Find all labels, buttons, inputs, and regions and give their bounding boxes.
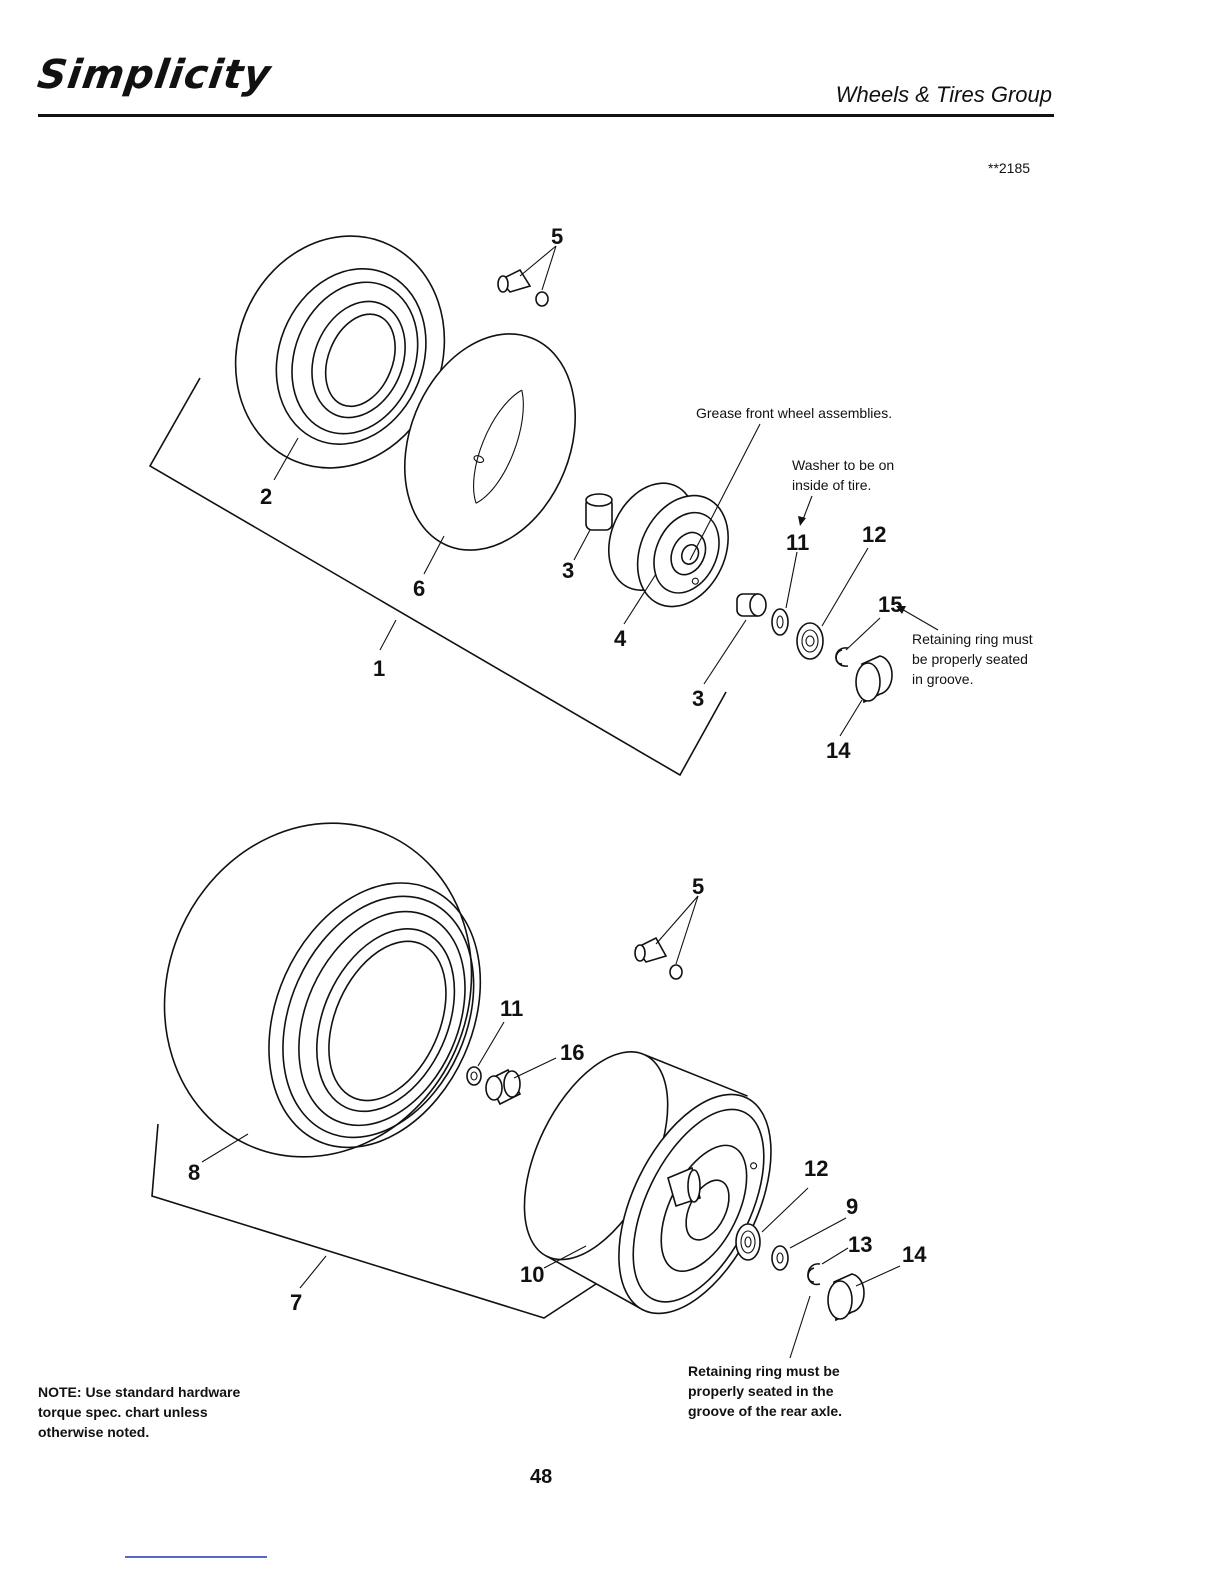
front-callout-3-right: 3 xyxy=(692,686,704,711)
front-retaining-ring xyxy=(835,647,849,667)
front-callout-4: 4 xyxy=(614,626,627,651)
front-bushing-right xyxy=(736,593,767,617)
note-front-retaining-line2: be properly seated xyxy=(912,651,1028,667)
note-washer-line2: inside of tire. xyxy=(792,477,871,493)
front-callout-11: 11 xyxy=(786,530,809,555)
front-valve-stem xyxy=(497,268,549,307)
rear-callout-10: 10 xyxy=(520,1262,544,1287)
front-assembly-bracket xyxy=(148,377,727,777)
rear-callout-14: 14 xyxy=(902,1242,927,1267)
front-rim xyxy=(607,482,729,608)
note-line-1: NOTE: Use standard hardware xyxy=(38,1384,241,1400)
rear-callout-13: 13 xyxy=(848,1232,872,1257)
note-rear-retaining-line1: Retaining ring must be xyxy=(688,1363,840,1379)
note-front-retaining-line1: Retaining ring must xyxy=(912,631,1033,647)
front-washer xyxy=(771,608,789,636)
rear-tire xyxy=(163,822,482,1158)
rear-callout-8: 8 xyxy=(188,1160,200,1185)
rear-rim xyxy=(523,1051,772,1315)
rear-retaining-ring xyxy=(807,1263,821,1286)
rear-washer xyxy=(466,1066,482,1086)
rear-bearing xyxy=(735,1223,761,1261)
note-rear-retaining-line3: groove of the rear axle. xyxy=(688,1403,842,1419)
hardware-torque-note: NOTE: Use standard hardware torque spec.… xyxy=(38,1382,298,1442)
rear-wheel-assembly: 5 11 16 8 10 12 9 13 14 7 Retaining ring… xyxy=(151,822,927,1419)
front-wheel-assembly: 5 2 6 3 4 3 1 11 12 15 14 Grease front w… xyxy=(148,224,1033,777)
rear-callout-16: 16 xyxy=(560,1040,584,1065)
rear-valve-stem xyxy=(634,936,683,980)
rear-washer-9 xyxy=(771,1245,789,1271)
note-line-3: otherwise noted. xyxy=(38,1424,150,1440)
front-callout-3-left: 3 xyxy=(562,558,574,583)
note-rear-retaining-line2: properly seated in the xyxy=(688,1383,834,1399)
front-callout-12: 12 xyxy=(862,522,886,547)
front-tire xyxy=(234,235,446,469)
front-callout-5: 5 xyxy=(551,224,563,249)
note-washer-line1: Washer to be on xyxy=(792,457,894,473)
rear-axle-stub xyxy=(667,1166,701,1208)
rear-callout-12: 12 xyxy=(804,1156,828,1181)
rear-callout-5: 5 xyxy=(692,874,704,899)
rear-hub-cap xyxy=(827,1273,865,1322)
note-line-2: torque spec. chart unless xyxy=(38,1404,208,1420)
document-number: **2185 xyxy=(988,160,1031,176)
front-callout-2: 2 xyxy=(260,484,272,509)
note-grease-front-wheel: Grease front wheel assemblies. xyxy=(696,405,892,421)
rear-callout-11: 11 xyxy=(500,996,523,1021)
rear-assembly-bracket xyxy=(151,1123,597,1319)
front-callout-14: 14 xyxy=(826,738,851,763)
front-hub-cap xyxy=(855,655,893,704)
page-number: 48 xyxy=(530,1466,553,1488)
front-callout-6: 6 xyxy=(413,576,425,601)
rear-spacer xyxy=(485,1068,522,1106)
front-inner-tube xyxy=(403,333,577,551)
bottom-accent-line xyxy=(125,1556,267,1558)
rear-callout-9: 9 xyxy=(846,1194,858,1219)
front-callout-15: 15 xyxy=(878,592,902,617)
note-front-retaining-line3: in groove. xyxy=(912,671,973,687)
rear-callout-7: 7 xyxy=(290,1290,302,1315)
front-callout-1: 1 xyxy=(373,656,385,681)
front-bushing-left xyxy=(585,493,613,531)
header-divider xyxy=(38,114,1054,117)
page-title: Wheels & Tires Group xyxy=(835,82,1052,107)
front-bearing xyxy=(796,622,824,660)
